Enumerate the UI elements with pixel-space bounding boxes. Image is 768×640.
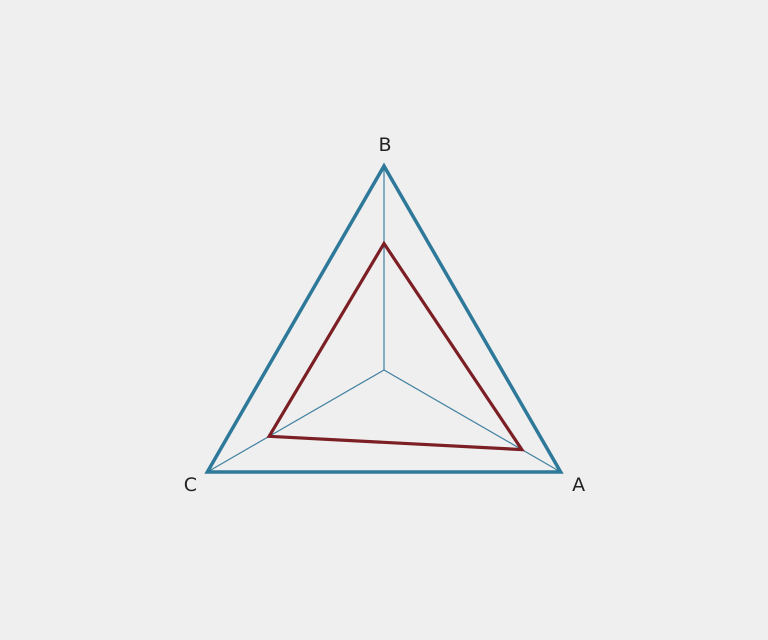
outer-triangle — [204, 162, 564, 474]
spoke-A — [383, 369, 561, 473]
axis-label-C: C — [184, 474, 197, 496]
spokes — [207, 166, 561, 473]
series-polygon-0 — [266, 240, 525, 452]
series-layer — [266, 240, 525, 452]
axis-labels: A B C — [184, 134, 585, 496]
axis-label-A: A — [572, 474, 585, 496]
spoke-C — [207, 369, 385, 473]
axis-label-B: B — [378, 134, 391, 156]
